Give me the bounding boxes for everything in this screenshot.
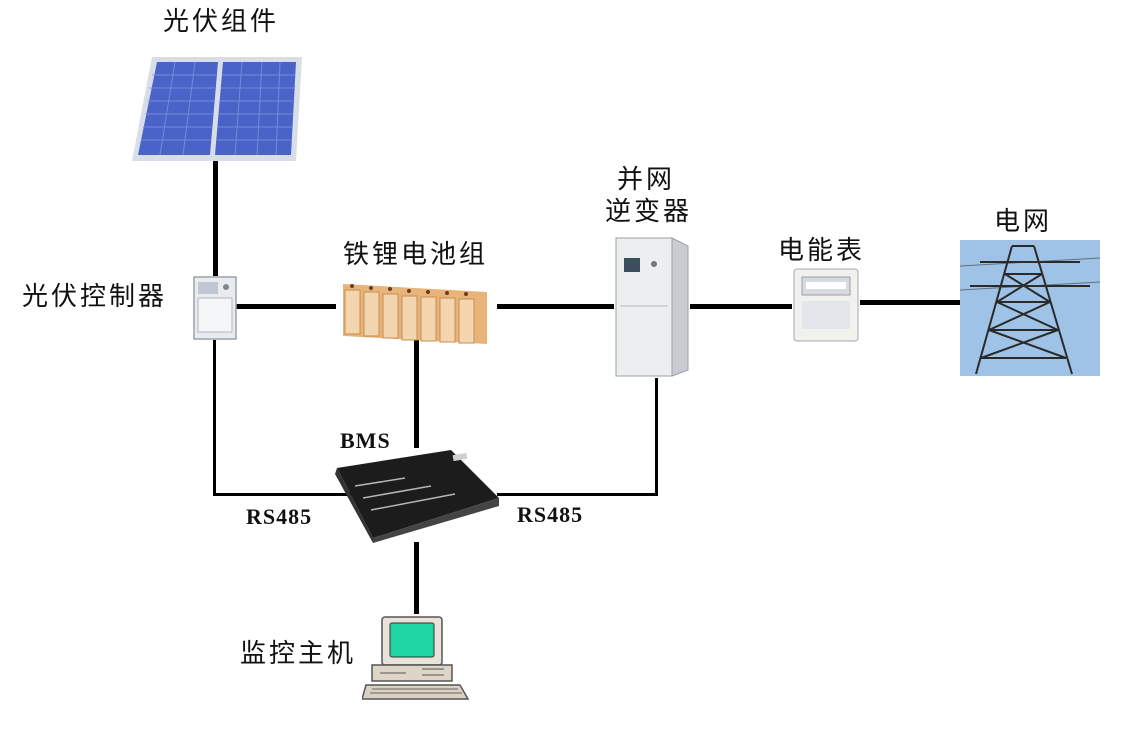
wire-inverter-rs485-horizontal — [497, 493, 658, 496]
battery-label: 铁锂电池组 — [343, 240, 489, 270]
wire-battery-to-bms — [414, 340, 419, 448]
bms-device-icon — [335, 450, 499, 543]
solar-panel-icon — [132, 57, 302, 161]
wire-meter-to-grid — [860, 300, 960, 305]
wire-controller-to-battery — [236, 304, 336, 309]
bms-label: BMS — [340, 428, 391, 453]
battery-bank-icon — [343, 284, 487, 344]
wire-inverter-rs485-vertical — [655, 378, 658, 496]
inverter-cabinet-icon — [615, 237, 689, 377]
pv-module-label: 光伏组件 — [163, 7, 280, 37]
controller-cabinet-icon — [193, 276, 237, 340]
inverter-label-line2: 逆变器 — [605, 197, 693, 227]
pv-controller-label: 光伏控制器 — [22, 282, 168, 312]
inverter-label-line1: 并网 — [617, 165, 676, 195]
energy-meter-icon — [793, 268, 859, 342]
wire-inverter-to-meter — [690, 304, 792, 309]
power-tower-icon — [960, 240, 1100, 376]
grid-label: 电网 — [994, 207, 1053, 237]
wire-battery-to-inverter — [497, 304, 614, 309]
host-label: 监控主机 — [240, 639, 357, 669]
computer-icon — [362, 616, 470, 700]
meter-label: 电能表 — [778, 236, 866, 266]
wire-bms-to-host — [414, 542, 419, 614]
rs485-left-label: RS485 — [246, 504, 313, 529]
wire-controller-rs485-vertical — [213, 340, 216, 496]
rs485-right-label: RS485 — [517, 502, 584, 527]
wire-panel-to-controller — [213, 158, 218, 276]
wire-controller-rs485-horizontal — [213, 493, 353, 496]
